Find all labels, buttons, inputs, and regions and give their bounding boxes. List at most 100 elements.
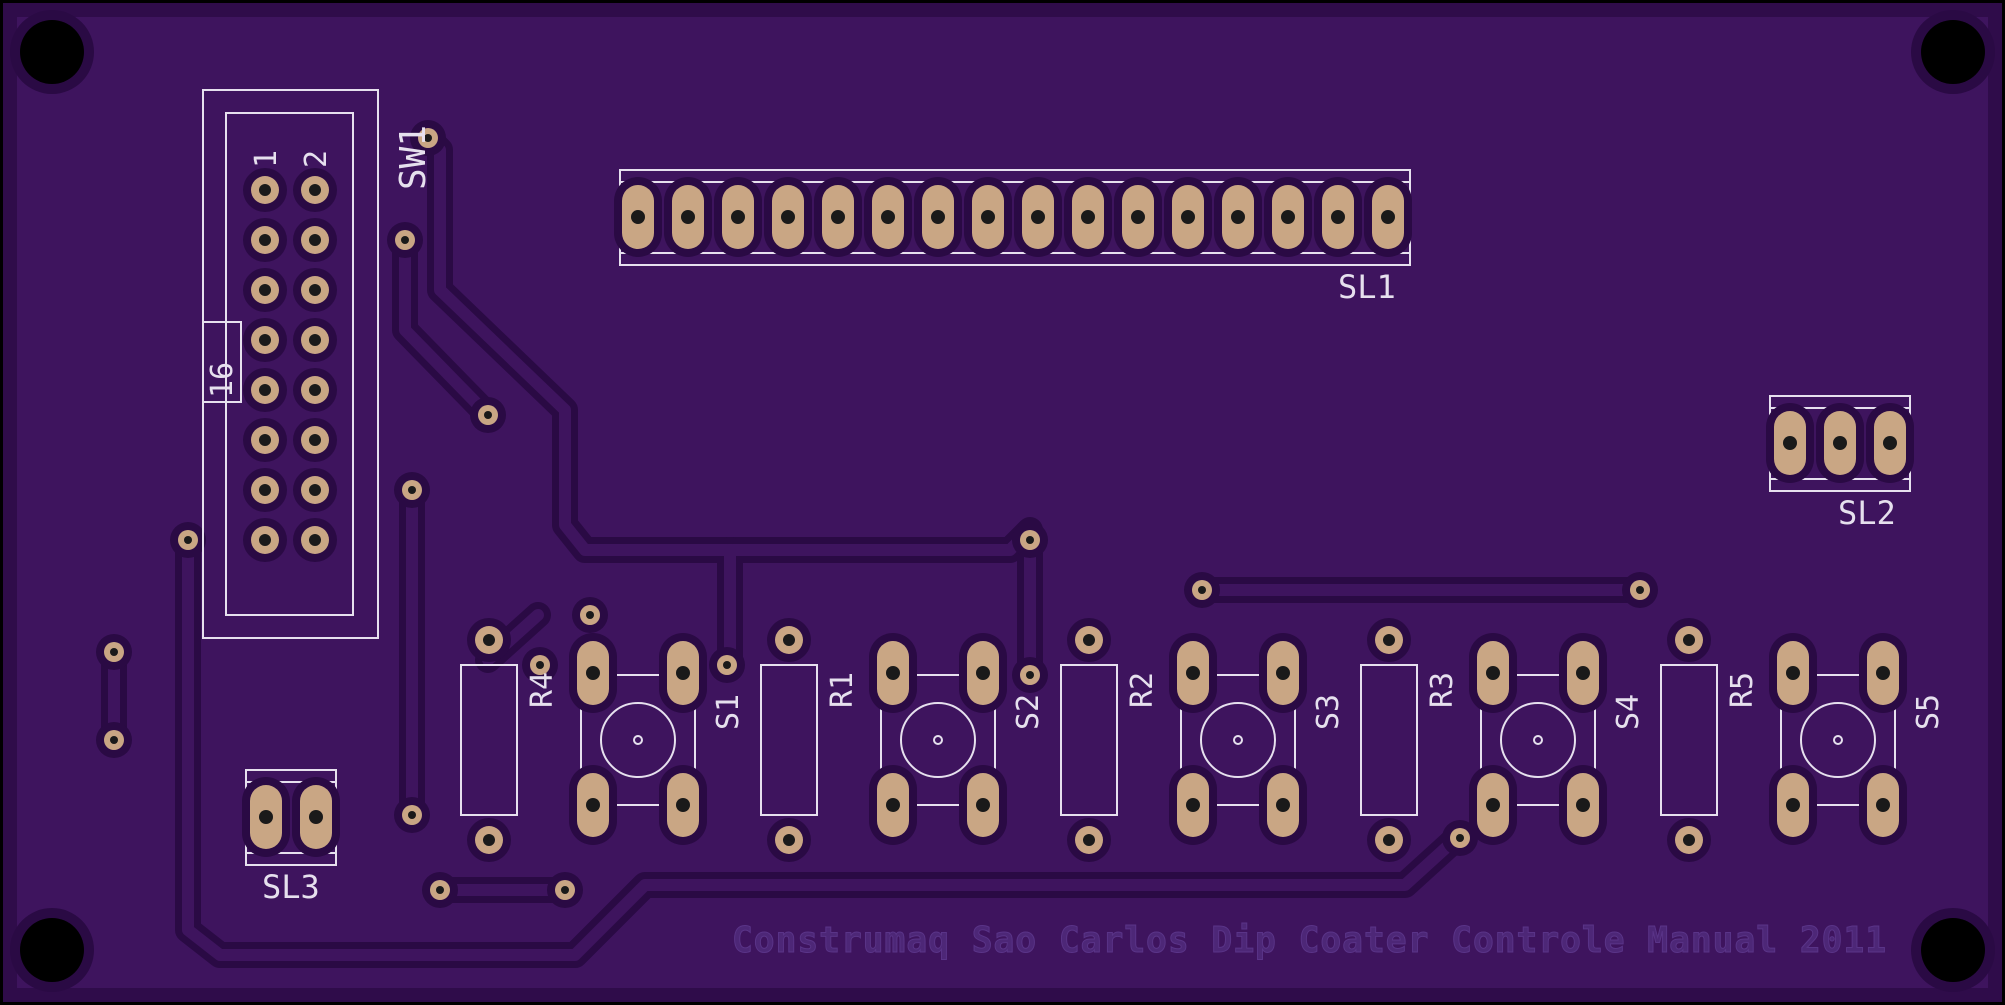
sl1-pin-pads: [614, 177, 1412, 257]
switch-center-mark: [933, 735, 943, 745]
sw1-pad-hole: [309, 534, 321, 546]
resistor: [1360, 618, 1418, 862]
sl1-pad-hole: [831, 210, 845, 224]
resistor-outline: [1060, 664, 1118, 816]
sw1-pad-hole: [309, 184, 321, 196]
switch-outline: [1180, 674, 1296, 806]
resistor-outline: [760, 664, 818, 816]
s3-label: S3: [1311, 694, 1346, 730]
switch-actuator-icon: [1200, 702, 1276, 778]
switch-pad-hole: [1486, 666, 1500, 680]
switch-actuator-icon: [900, 702, 976, 778]
sw1-pin-pads: [243, 168, 337, 562]
sw1-pin2-label: 2: [299, 150, 334, 168]
switch-pad-hole: [1486, 798, 1500, 812]
switch-pad-hole: [676, 666, 690, 680]
board-edge-mask: [3, 3, 2002, 1002]
sl1-pad-hole: [931, 210, 945, 224]
sl1-pad-hole: [881, 210, 895, 224]
resistor-pad-hole: [783, 834, 795, 846]
tactile-switch: [1169, 633, 1307, 845]
resistor-pad-hole: [1383, 834, 1395, 846]
resistor: [1060, 618, 1118, 862]
tactile-switch: [1469, 633, 1607, 845]
sw1-label: SW1: [393, 125, 434, 190]
mounting-holes: [10, 10, 1995, 992]
r2-label: R2: [1125, 672, 1160, 708]
switch-pad-hole: [1276, 798, 1290, 812]
sw1-pad-hole: [259, 234, 271, 246]
sw1-pin1-label: 1: [249, 150, 284, 168]
switch-pad-hole: [1876, 666, 1890, 680]
r1-label: R1: [825, 672, 860, 708]
r4-label: R4: [525, 672, 560, 708]
resistor-pad-hole: [1083, 634, 1095, 646]
resistor-pad-hole: [483, 834, 495, 846]
sl1-connector: [614, 169, 1412, 266]
resistor-pad-hole: [1083, 834, 1095, 846]
switch-outline: [1480, 674, 1596, 806]
resistors: [460, 618, 1718, 862]
sl2-pad-hole: [1883, 436, 1897, 450]
sl1-pad-hole: [1331, 210, 1345, 224]
sw1-pad-hole: [309, 384, 321, 396]
sw1-header: [202, 89, 379, 639]
resistor-outline: [460, 664, 518, 816]
sl3-pin-pads: [242, 777, 340, 857]
sl1-pad-hole: [681, 210, 695, 224]
switch-actuator-icon: [600, 702, 676, 778]
sl1-pad-hole: [1231, 210, 1245, 224]
s1-label: S1: [711, 694, 746, 730]
sl1-label: SL1: [1338, 268, 1396, 306]
sl2-connector: [1766, 395, 1914, 492]
sw1-pad-hole: [309, 284, 321, 296]
switch-pad-hole: [1186, 798, 1200, 812]
sl1-pad-hole: [781, 210, 795, 224]
sl1-pad-hole: [1081, 210, 1095, 224]
switch-pad-hole: [886, 798, 900, 812]
resistor: [760, 618, 818, 862]
switch-pad-hole: [1276, 666, 1290, 680]
silkscreen-labels: SW1 1 2 16 SL1 SL2 SL3 R1 R2 R3 R4 R5 S1…: [205, 125, 1946, 906]
sl3-connector: [242, 769, 340, 866]
resistor-outline: [1360, 664, 1418, 816]
sl3-pad-hole: [259, 810, 273, 824]
switch-center-mark: [1233, 735, 1243, 745]
sl3-pad-hole: [309, 810, 323, 824]
resistor-pad-hole: [1683, 834, 1695, 846]
tactile-switch: [1769, 633, 1907, 845]
s5-label: S5: [1911, 694, 1946, 730]
sl1-pad-hole: [1031, 210, 1045, 224]
switch-pad-hole: [1186, 666, 1200, 680]
sl1-pad-hole: [1131, 210, 1145, 224]
switch-pad-hole: [1786, 798, 1800, 812]
sw1-pad-hole: [309, 434, 321, 446]
resistor-pad-hole: [783, 634, 795, 646]
sl1-pad-hole: [981, 210, 995, 224]
sw1-pad-hole: [309, 234, 321, 246]
sw1-pin16-label: 16: [205, 362, 240, 398]
resistor-pad-hole: [1683, 634, 1695, 646]
switch-center-mark: [633, 735, 643, 745]
resistor: [460, 618, 518, 862]
board-title: Construmaq Sao Carlos Dip Coater Control…: [732, 920, 1887, 961]
switch-actuator-icon: [1800, 702, 1876, 778]
resistor: [1660, 618, 1718, 862]
s4-label: S4: [1611, 694, 1646, 730]
switch-pad-hole: [1576, 666, 1590, 680]
switch-center-mark: [1533, 735, 1543, 745]
switches: [569, 633, 1907, 845]
sw1-pad-hole: [259, 334, 271, 346]
sw1-pad-hole: [309, 334, 321, 346]
sl2-pad-hole: [1783, 436, 1797, 450]
resistor-pad-hole: [483, 634, 495, 646]
switch-pad-hole: [1576, 798, 1590, 812]
traces: [101, 125, 1653, 968]
switch-outline: [1780, 674, 1896, 806]
switch-pad-hole: [886, 666, 900, 680]
switch-pad-hole: [976, 798, 990, 812]
switch-pad-hole: [976, 666, 990, 680]
switch-pad-hole: [1876, 798, 1890, 812]
resistor-outline: [1660, 664, 1718, 816]
